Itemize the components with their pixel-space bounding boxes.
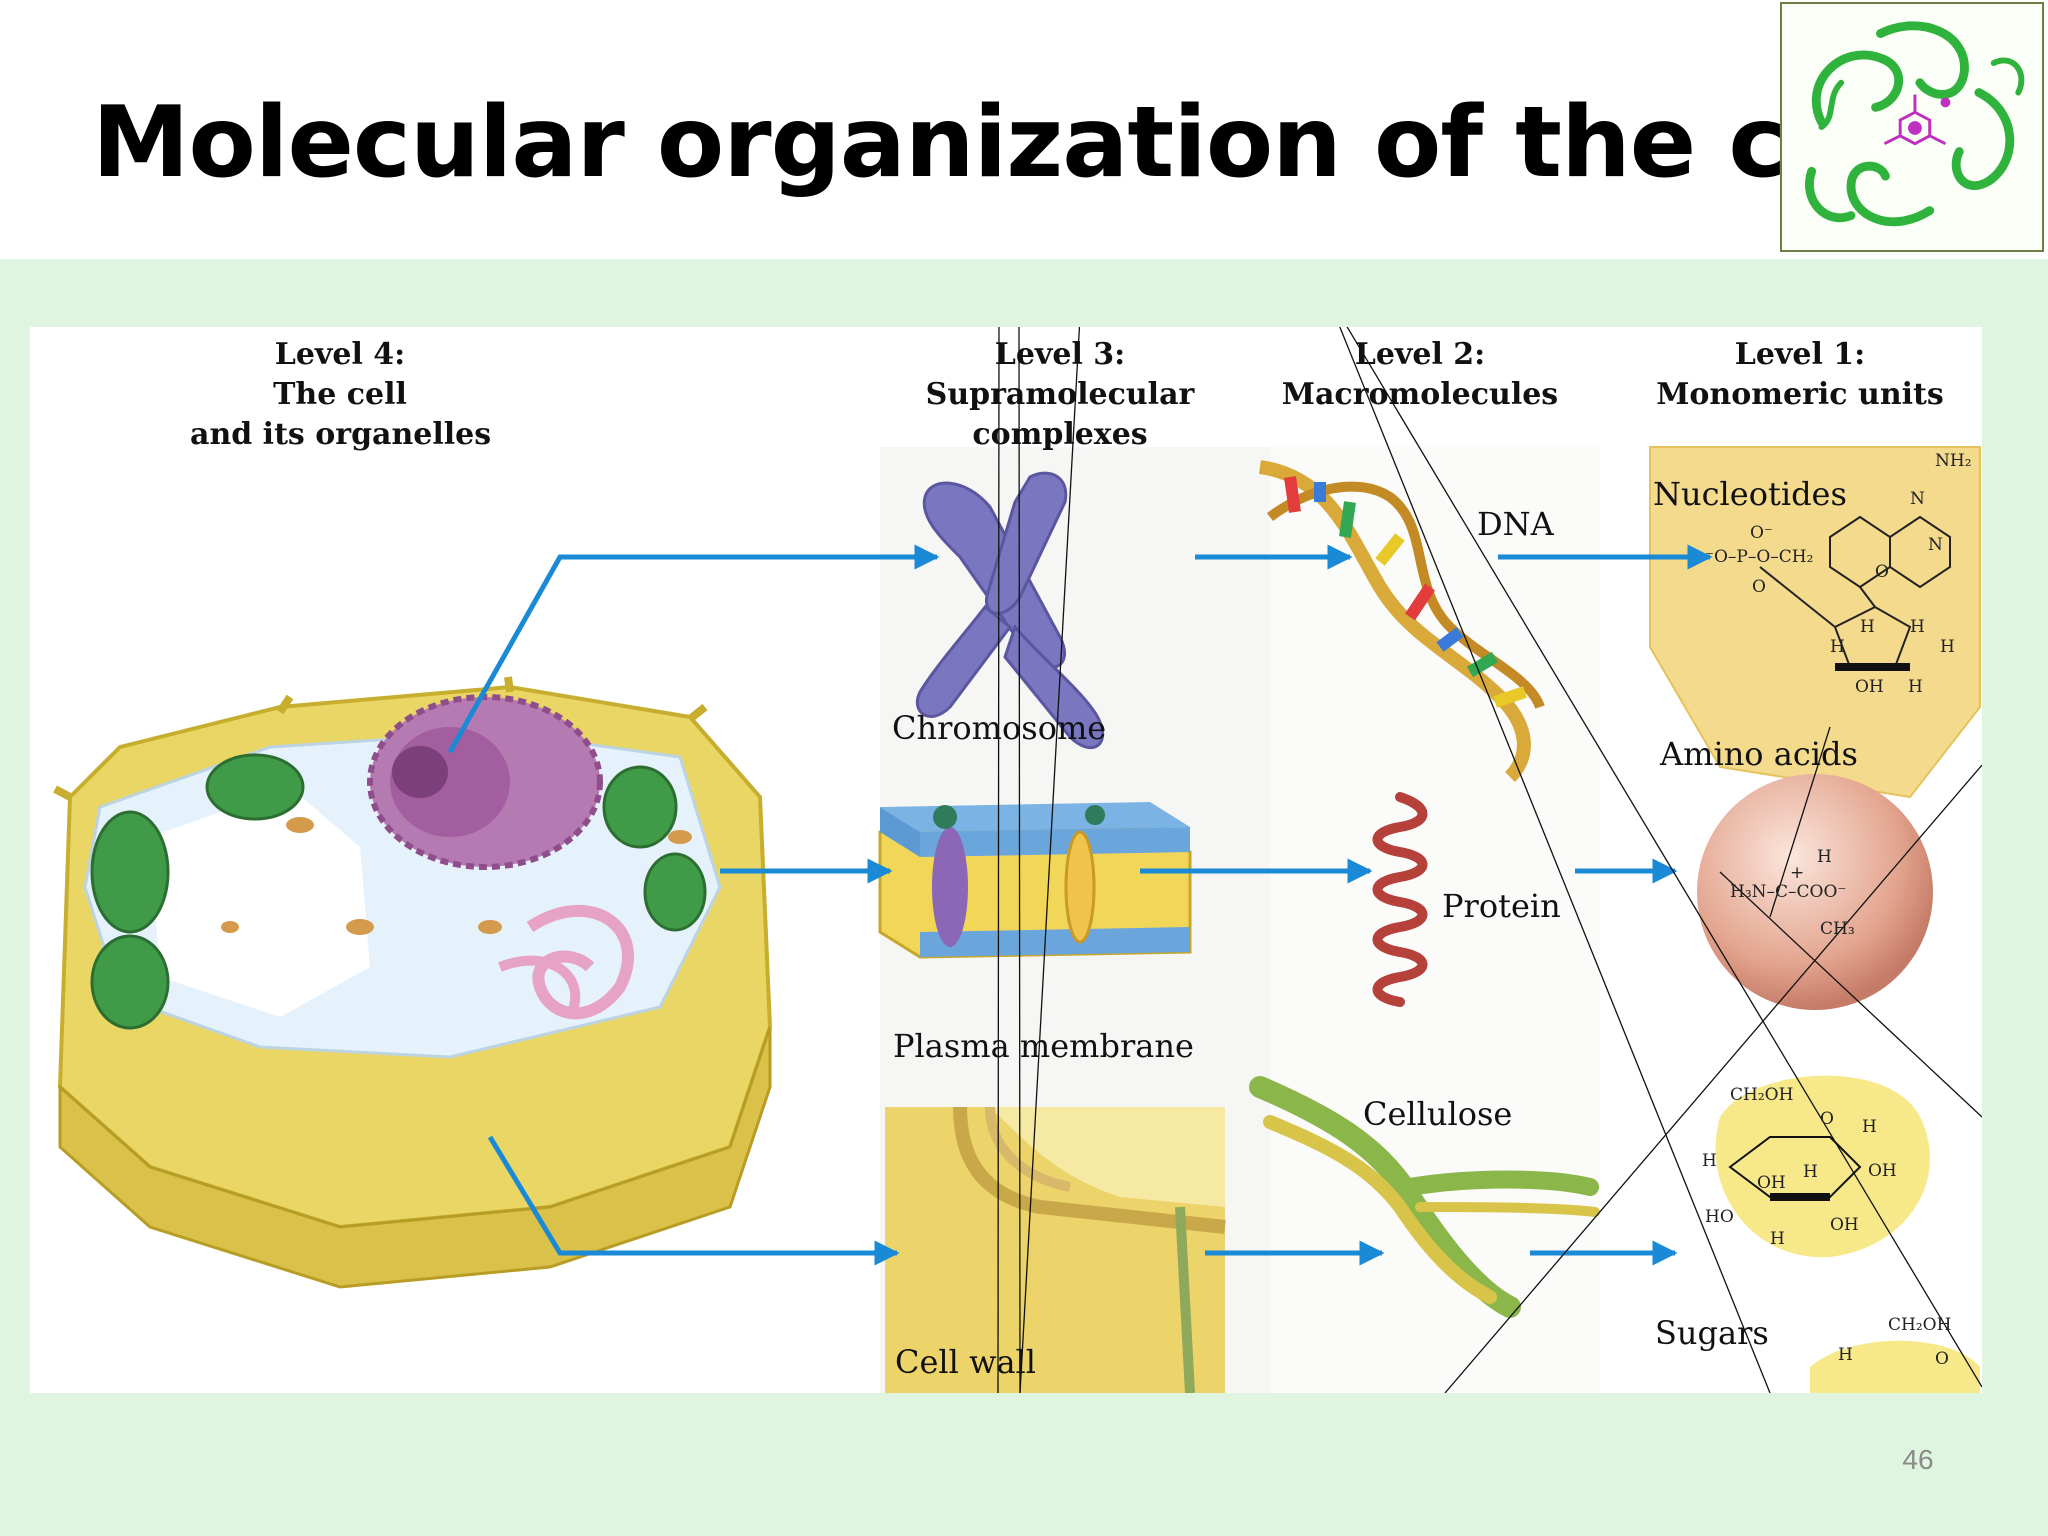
chem-glc-ch2oh: CH₂OH xyxy=(1730,1085,1794,1105)
chem-h1: H xyxy=(1860,617,1875,637)
chem-h3: H xyxy=(1830,637,1845,657)
protein-helix-illustration xyxy=(1372,792,1428,1007)
chem-n1: N xyxy=(1910,489,1925,509)
protein-structure-icon xyxy=(1780,2,2044,252)
label-nucleotides: Nucleotides xyxy=(1653,475,1847,513)
level-2-line-1: Macromolecules xyxy=(1281,377,1559,412)
chem-oh: OH xyxy=(1855,677,1884,697)
level-1-title: Level 1: xyxy=(1734,337,1866,372)
chem-s2-o: O xyxy=(1935,1349,1949,1369)
level-4-title: Level 4: xyxy=(274,337,406,372)
chem-o-bottom: O xyxy=(1752,577,1766,597)
chem-aa-plus: + xyxy=(1790,863,1805,883)
chem-glc-oh3: OH xyxy=(1830,1215,1859,1235)
label-dna: DNA xyxy=(1477,505,1554,543)
chem-s2-h: H xyxy=(1838,1345,1853,1365)
chem-glc-o: O xyxy=(1820,1109,1834,1129)
cellulose-fibers-illustration xyxy=(1249,1076,1600,1318)
chem-glc-oh1: OH xyxy=(1757,1173,1786,1193)
level-2-header: Level 2: Macromolecules xyxy=(1260,335,1580,415)
chem-aa-formula: H₃N–C–COO⁻ xyxy=(1730,882,1847,902)
chem-phosphate: ⁻O–P–O–CH₂ xyxy=(1705,547,1814,567)
chem-o-ring: O xyxy=(1875,562,1889,582)
label-chromosome: Chromosome xyxy=(892,709,1107,747)
label-protein: Protein xyxy=(1442,887,1561,925)
chem-glc-h3: H xyxy=(1803,1162,1818,1182)
label-cellulose: Cellulose xyxy=(1363,1095,1513,1133)
chem-h4: H xyxy=(1940,637,1955,657)
cell-wall-illustration xyxy=(885,1106,1226,1393)
chem-s2-ch2oh: CH₂OH xyxy=(1888,1315,1952,1335)
chem-aa-h: H xyxy=(1817,847,1832,867)
chem-o-minus: O⁻ xyxy=(1750,523,1773,543)
label-amino-acids: Amino acids xyxy=(1660,735,1858,773)
chem-glc-oh2: OH xyxy=(1868,1161,1897,1181)
level-4-line-2: and its organelles xyxy=(190,417,492,452)
chem-nh2: NH₂ xyxy=(1935,451,1972,471)
chem-aa-ch3: CH₃ xyxy=(1820,919,1855,939)
label-plasma-membrane: Plasma membrane xyxy=(893,1027,1194,1065)
level-3-title: Level 3: xyxy=(994,337,1126,372)
level-4-line-1: The cell xyxy=(273,377,407,412)
plant-cell-illustration xyxy=(53,676,773,1289)
page-number: 46 xyxy=(1902,1444,1934,1475)
chem-glc-h1: H xyxy=(1862,1117,1877,1137)
chem-h5: H xyxy=(1908,677,1923,697)
level-1-header: Level 1: Monomeric units xyxy=(1640,335,1960,415)
level-3-header: Level 3: Supramolecular complexes xyxy=(900,335,1220,455)
chem-h2: H xyxy=(1910,617,1925,637)
slide-title: Molecular organization of the cells xyxy=(92,86,1974,200)
chem-glc-ho: HO xyxy=(1705,1207,1734,1227)
label-sugars: Sugars xyxy=(1655,1314,1769,1352)
level-3-line-1: Supramolecular xyxy=(925,377,1195,412)
level-2-title: Level 2: xyxy=(1354,337,1486,372)
chromosome-illustration xyxy=(915,471,1105,750)
chem-n2: N xyxy=(1928,535,1943,555)
level-3-line-2: complexes xyxy=(972,417,1148,452)
level-1-line-1: Monomeric units xyxy=(1656,377,1944,412)
membrane-illustration xyxy=(878,802,1192,959)
dna-helix-illustration xyxy=(1258,460,1545,782)
level-4-header: Level 4: The cell and its organelles xyxy=(190,335,492,455)
label-cell-wall: Cell wall xyxy=(895,1343,1036,1381)
sugar2-background xyxy=(1810,1340,1980,1393)
chem-glc-h4: H xyxy=(1770,1229,1785,1249)
molecular-organization-figure: Level 4: The cell and its organelles Lev… xyxy=(30,327,1982,1393)
amino-acid-sphere xyxy=(1697,774,1933,1010)
chem-glc-h2: H xyxy=(1702,1151,1717,1171)
nucleotide-background xyxy=(1649,446,1981,799)
